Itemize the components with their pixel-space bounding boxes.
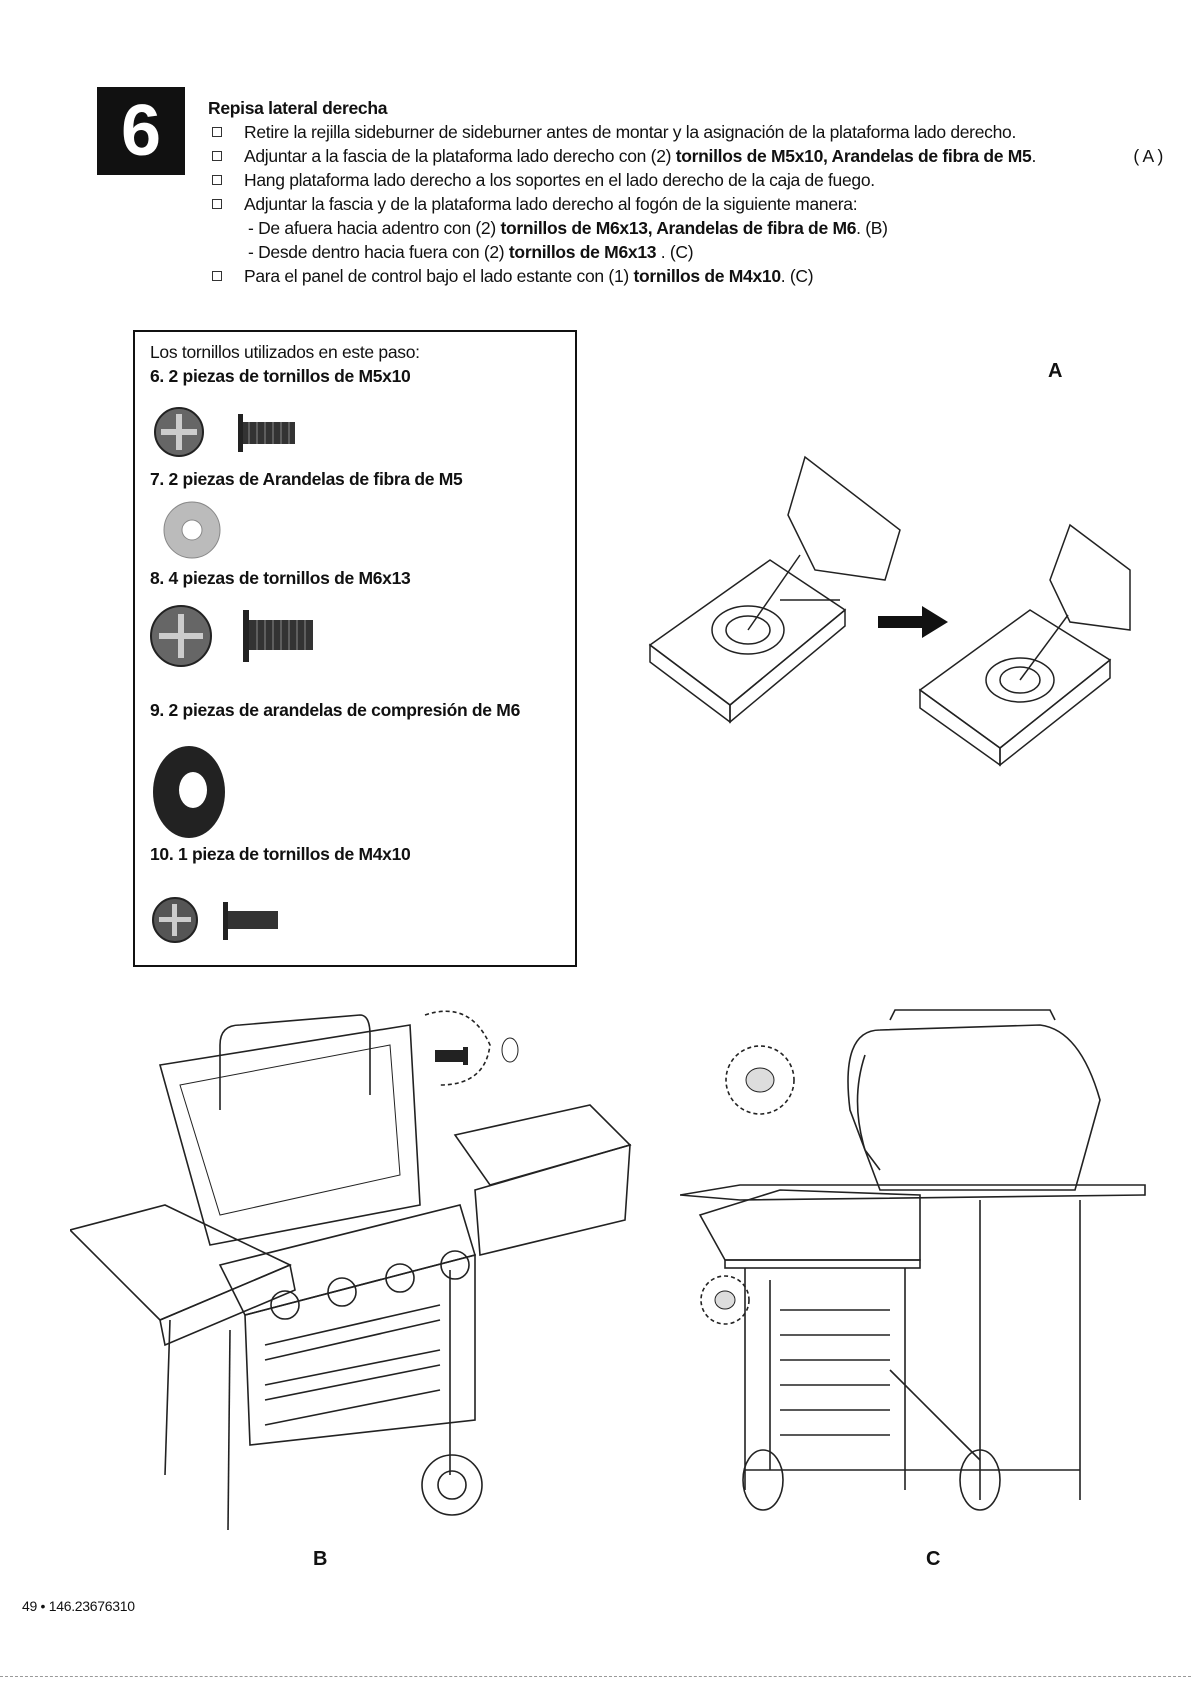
m6-compression-washer-icon xyxy=(153,746,225,838)
figure-a-side-shelf-diagram xyxy=(648,455,1131,767)
instruction-subitem: - Desde dentro hacia fuera con (2) torni… xyxy=(248,242,694,262)
hardware-parts-box: Los tornillos utilizados en este paso: 6… xyxy=(133,330,577,967)
part-m4x10-screw-label: 10. 1 pieza de tornillos de M4x10 xyxy=(150,844,411,864)
figure-reference: ( A ) xyxy=(1133,146,1163,166)
instruction-item: Adjuntar la fascia y de la plataforma la… xyxy=(208,192,1138,216)
screw-detail-icon xyxy=(435,1037,519,1065)
m4x10-screw-icon xyxy=(152,897,278,943)
instruction-item: Retire la rejilla sideburner de sideburn… xyxy=(208,120,1138,144)
figure-c-grill-assembly-diagram xyxy=(680,1009,1146,1511)
checkbox-icon xyxy=(212,175,222,185)
part-m5x10-screw-label: 6. 2 piezas de tornillos de M5x10 xyxy=(150,366,411,386)
instruction-item: Para el panel de control bajo el lado es… xyxy=(208,264,1138,288)
arrow-right-icon xyxy=(878,606,948,638)
figure-label-a: A xyxy=(1048,360,1063,382)
m5x10-screw-icon xyxy=(154,407,295,457)
instructions-block: Repisa lateral derecha Retire la rejilla… xyxy=(208,96,1163,288)
instruction-item: Adjuntar a la fascia de la plataforma la… xyxy=(208,144,1163,168)
screw-detail-icon xyxy=(714,1067,775,1310)
figure-b-grill-assembly-diagram xyxy=(70,1010,632,1531)
figure-label-c: C xyxy=(926,1548,941,1570)
part-m6-compression-washer-label: 9. 2 piezas de arandelas de compresión d… xyxy=(150,700,521,720)
page-bottom-rule xyxy=(0,1676,1191,1677)
checkbox-icon xyxy=(212,199,222,209)
checkbox-icon xyxy=(212,151,222,161)
page-footer: 49 • 146.23676310 xyxy=(22,1598,135,1614)
part-m5-fiber-washer-label: 7. 2 piezas de Arandelas de fibra de M5 xyxy=(150,469,463,489)
m5-fiber-washer-icon xyxy=(163,501,221,559)
parts-intro: Los tornillos utilizados en este paso: xyxy=(150,342,420,362)
step-number-badge: 6 xyxy=(97,87,185,175)
instruction-subitem: - De afuera hacia adentro con (2) tornil… xyxy=(248,218,888,238)
instruction-item: Hang plataforma lado derecho a los sopor… xyxy=(208,168,1138,192)
figure-label-b: B xyxy=(313,1548,328,1570)
part-m6x13-screw-label: 8. 4 piezas de tornillos de M6x13 xyxy=(150,568,411,588)
checkbox-icon xyxy=(212,271,222,281)
checkbox-icon xyxy=(212,127,222,137)
section-title: Repisa lateral derecha xyxy=(208,98,388,118)
m6x13-screw-icon xyxy=(150,605,313,667)
